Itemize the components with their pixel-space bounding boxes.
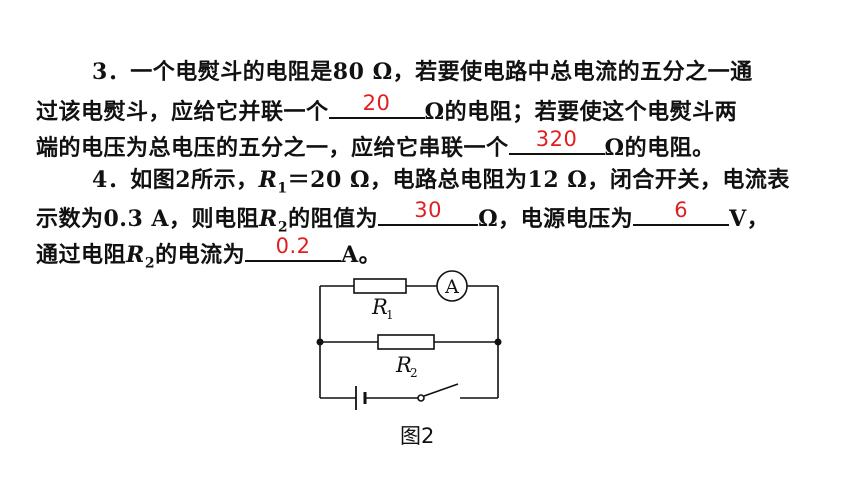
r2-label: R [395, 353, 412, 377]
r1-label: R [371, 295, 388, 319]
switch-lever [423, 383, 459, 397]
r2-symbol-2: R [126, 242, 145, 268]
circuit-diagram: A R 1 R 2 [316, 270, 502, 410]
q3-line3: 端的电压为总电压的五分之一，应给它串联一个 320 Ω的电阻。 [36, 127, 715, 162]
r1-label-sub: 1 [386, 308, 394, 322]
r2-symbol: R [259, 206, 278, 232]
q4-text-3b: 的电流为 [155, 242, 246, 268]
answer-blank-3: 30 [378, 198, 479, 226]
q4-text-1b: ＝20 Ω，电路总电阻为12 Ω，闭合开关，电流表 [287, 167, 790, 193]
q4-line1: 4．如图2所示，R1＝20 Ω，电路总电阻为12 Ω，闭合开关，电流表 [92, 162, 790, 196]
q3-text-2b: Ω的电阻；若要使这个电熨斗两 [424, 99, 738, 125]
q3-line2: 过该电熨斗，应给它并联一个 20 Ω的电阻；若要使这个电熨斗两 [36, 91, 737, 126]
q4-text-3c: A。 [341, 242, 382, 268]
r2-subscript-2: 2 [144, 255, 156, 272]
switch-contact [417, 394, 425, 402]
q3-text-3b: Ω的电阻。 [604, 135, 715, 161]
q3-text-2a: 过该电熨斗，应给它并联一个 [36, 99, 329, 125]
q4-text-2a: 示数为0.3 A，则电阻 [36, 206, 260, 232]
resistor-r2 [377, 334, 435, 350]
q4-text-1a: 4．如图2所示， [92, 167, 259, 193]
answer-5: 0.2 [275, 234, 311, 258]
r1-subscript: 1 [277, 180, 288, 197]
resistor-r1 [353, 278, 407, 294]
answer-blank-2: 320 [508, 127, 605, 155]
ammeter-label: A [444, 276, 459, 298]
q3-text-1: 3．一个电熨斗的电阻是80 Ω，若要使电路中总电流的五分之一通 [92, 59, 753, 85]
figure-caption: 图2 [400, 424, 435, 448]
q4-text-2c: Ω，电源电压为 [478, 206, 634, 232]
q4-line2: 示数为0.3 A，则电阻R2的阻值为 30 Ω，电源电压为 6 V， [36, 198, 769, 235]
r2-subscript: 2 [277, 219, 289, 236]
q4-text-2d: V， [729, 206, 770, 232]
junction-left [316, 338, 324, 346]
q4-line3: 通过电阻R2的电流为 0.2 A。 [36, 234, 381, 271]
answer-2: 320 [535, 127, 578, 151]
answer-1: 20 [362, 91, 391, 115]
q4-text-2b: 的阻值为 [288, 206, 379, 232]
q3-text-3a: 端的电压为总电压的五分之一，应给它串联一个 [36, 135, 509, 161]
answer-4: 6 [674, 198, 689, 222]
answer-blank-4: 6 [633, 198, 730, 226]
r1-symbol: R [258, 167, 278, 193]
junction-right [494, 338, 502, 346]
answer-3: 30 [414, 198, 442, 222]
r2-label-sub: 2 [410, 366, 418, 380]
answer-blank-5: 0.2 [245, 234, 342, 262]
answer-blank-1: 20 [328, 91, 425, 119]
q3-line1: 3．一个电熨斗的电阻是80 Ω，若要使电路中总电流的五分之一通 [92, 54, 753, 86]
q4-text-3a: 通过电阻 [36, 242, 127, 268]
